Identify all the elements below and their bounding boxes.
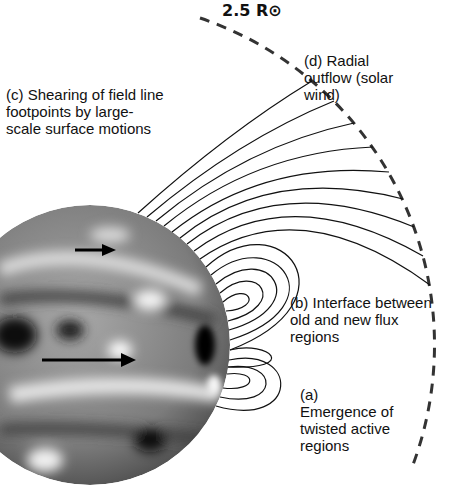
sun-surface — [0, 205, 230, 485]
sun-disc — [0, 205, 230, 485]
field-line — [200, 230, 430, 285]
callout-label: (a) Emergence of twisted active regions — [300, 386, 398, 454]
field-line — [147, 101, 334, 217]
field-loop — [228, 348, 272, 367]
dark-band — [0, 296, 215, 320]
closed-field-loops — [206, 245, 299, 350]
bright-band — [10, 386, 220, 395]
active-region-spot — [207, 375, 221, 395]
dark-spot — [56, 320, 84, 340]
field-loop — [211, 258, 289, 340]
scale-label: 2.5 R⊙ — [222, 2, 342, 19]
dark-spot — [0, 317, 37, 353]
bright-band — [0, 258, 200, 290]
callout-label: (d) Radial outflow (solar wind) — [304, 52, 414, 103]
bright-spot — [27, 448, 63, 472]
arrow-shaft — [75, 249, 104, 252]
dark-band — [0, 428, 210, 440]
bright-spot — [134, 290, 166, 310]
field-loop — [220, 281, 263, 321]
surface-field-pattern — [0, 227, 220, 472]
arrow-head — [102, 244, 116, 256]
arrow-shaft — [42, 359, 122, 362]
field-loop — [216, 358, 281, 410]
callout-label: (b) Interface between old and new flux r… — [290, 294, 440, 345]
field-loop — [216, 269, 277, 330]
field-line — [172, 170, 389, 232]
bright-spot — [90, 227, 130, 243]
field-loop — [223, 374, 250, 389]
field-line — [164, 147, 373, 226]
field-line — [138, 81, 312, 213]
field-line — [194, 217, 423, 256]
surface-motion-arrow — [42, 244, 136, 367]
bright-spot — [108, 341, 132, 359]
emerging-loops — [216, 348, 281, 410]
open-field-lines — [138, 81, 430, 285]
field-loop — [223, 294, 249, 311]
field-line — [187, 203, 414, 244]
field-loop — [220, 366, 266, 399]
field-loop — [206, 245, 299, 350]
dark-spot — [134, 428, 166, 452]
arrow-head — [121, 353, 136, 367]
callout-label: (c) Shearing of field line footpoints by… — [6, 86, 164, 137]
active-region-spot — [195, 325, 215, 365]
